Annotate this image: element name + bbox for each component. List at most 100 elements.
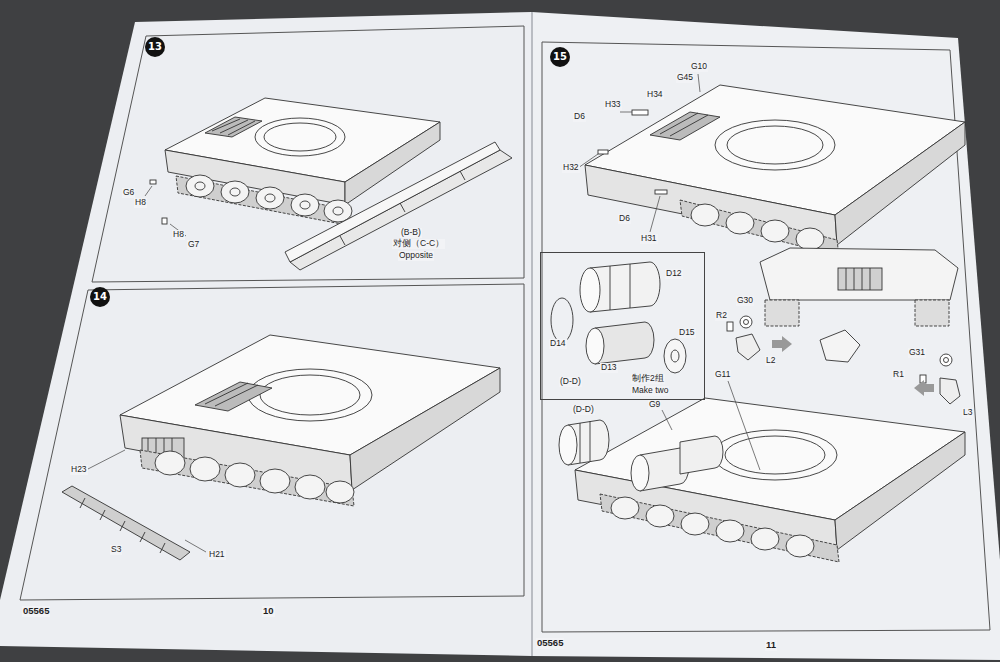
drawing-line (620, 112, 632, 113)
drawing-ellipse (225, 463, 255, 487)
drawing-path (176, 176, 352, 226)
drawing-polygon (290, 150, 512, 270)
drawing-polygon (205, 117, 262, 137)
drawing-path (680, 200, 839, 256)
drawing-line (728, 381, 760, 470)
drawing-rect (727, 322, 733, 331)
drawing-line (80, 498, 85, 508)
drawing-line (215, 385, 258, 406)
leader-lines-15 (578, 74, 700, 232)
tank-hull-15b (559, 398, 965, 562)
drawing-polygon (835, 122, 965, 245)
drawing-line (698, 74, 700, 92)
drawing-line (460, 171, 465, 180)
part-number: H23 (70, 465, 88, 475)
page-footer: 05565 (22, 606, 50, 617)
drawing-line (400, 203, 405, 212)
drawing-rect (915, 300, 949, 326)
drawing-rect (162, 218, 167, 224)
part-number: 对侧（C-C） (392, 239, 445, 249)
drawing-polygon (820, 330, 860, 362)
part-number: H34 (646, 90, 664, 100)
part-number: G9 (648, 400, 661, 410)
part-number: L3 (962, 408, 973, 418)
drawing-ellipse (671, 350, 679, 362)
part-number: G30 (736, 296, 754, 306)
drawing-ellipse (326, 481, 354, 503)
drawing-polygon (285, 142, 500, 262)
drawing-ellipse (586, 328, 604, 364)
part-number: G11 (714, 370, 731, 380)
page-footer: 10 (262, 606, 275, 617)
drum-parts (551, 262, 686, 373)
drawing-path (680, 436, 723, 474)
drawing-polygon (914, 380, 934, 396)
drawing-line (870, 268, 871, 290)
drawing-ellipse (264, 123, 336, 151)
drawing-path (140, 450, 354, 506)
drawing-polygon (350, 368, 500, 490)
leader-lines-14 (86, 450, 206, 552)
step-number-text: 14 (93, 292, 107, 302)
part-number: D13 (600, 363, 618, 373)
drawing-line (140, 532, 145, 542)
drawing-circle (740, 316, 752, 328)
part-number: (B-B) (400, 228, 422, 238)
drawing-ellipse (190, 457, 220, 481)
drawing-rect (655, 190, 667, 194)
rear-view-hull (760, 248, 958, 326)
part-number: L2 (765, 356, 776, 366)
part-number: Opposite (398, 251, 434, 261)
drawing-circle (744, 320, 749, 325)
part-number: G6 (122, 188, 135, 198)
drawing-ellipse (691, 204, 719, 226)
drawing-ellipse (260, 375, 360, 415)
part-number: G45 (676, 73, 694, 83)
drawing-rect (765, 300, 799, 326)
drawing-ellipse (551, 298, 573, 342)
drawing-polygon (772, 336, 792, 352)
drawing-ellipse (664, 339, 686, 373)
part-number: D15 (678, 328, 696, 338)
drawing-line (862, 268, 863, 290)
drawing-line (212, 119, 240, 131)
drawing-path (600, 494, 839, 562)
step-number: 13 (145, 37, 165, 57)
drawing-polygon (835, 432, 965, 550)
drawing-line (228, 121, 255, 135)
drawing-polygon (62, 486, 190, 560)
drawing-circle (944, 358, 949, 363)
inset-panel: D12D14D13D15(D-D)制作2组Make two (540, 252, 705, 400)
drawing-ellipse (726, 212, 754, 234)
drawing-ellipse (727, 126, 823, 164)
drawing-ellipse (333, 207, 343, 215)
step-number: 15 (550, 47, 570, 67)
page-footer: 05565 (536, 638, 564, 649)
drawing-rect (838, 268, 882, 290)
drawing-line (185, 540, 206, 552)
drawing-line (662, 410, 672, 430)
drawing-line (100, 510, 105, 520)
drawing-rect (150, 180, 156, 184)
drawing-ellipse (681, 513, 709, 535)
step-frames (20, 26, 990, 632)
drawing-circle (940, 354, 952, 366)
part-number: R2 (715, 311, 728, 321)
step-number: 14 (90, 287, 110, 307)
part-number: (D-D) (572, 405, 595, 415)
part-number: D14 (549, 339, 567, 349)
part-number: S3 (110, 545, 122, 555)
drawing-line (670, 115, 708, 136)
drawing-ellipse (631, 455, 649, 491)
drawing-ellipse (295, 475, 325, 499)
part-number: H32 (562, 163, 580, 173)
tank-hull-13 (150, 98, 512, 270)
drawing-polygon (575, 398, 965, 520)
part-number: H33 (604, 100, 622, 110)
drawing-polygon (195, 382, 272, 411)
step-number-text: 15 (553, 52, 567, 62)
drawing-path (590, 262, 660, 312)
drawing-line (86, 450, 125, 470)
